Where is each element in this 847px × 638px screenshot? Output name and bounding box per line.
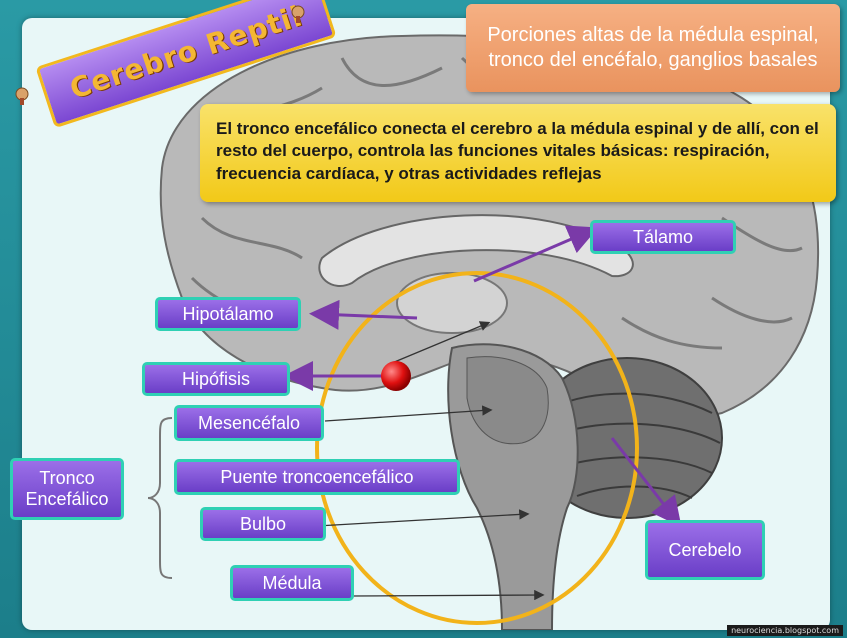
label-talamo: Tálamo (590, 220, 736, 254)
label-tronco-encefalico: Tronco Encefálico (10, 458, 124, 520)
highlight-circle (315, 271, 639, 625)
info-top-box: Porciones altas de la médula espinal, tr… (466, 4, 840, 92)
label-cerebelo: Cerebelo (645, 520, 765, 580)
label-hipofisis: Hipófisis (142, 362, 290, 396)
label-bulbo: Bulbo (200, 507, 326, 541)
label-medula: Médula (230, 565, 354, 601)
pin-icon (291, 5, 305, 23)
hipofisis-marker (381, 361, 411, 391)
info-main-box: El tronco encefálico conecta el cerebro … (200, 104, 836, 202)
pin-icon (15, 87, 29, 105)
label-hipotalamo: Hipotálamo (155, 297, 301, 331)
corpus-callosum (318, 214, 634, 287)
watermark: neurociencia.blogspot.com (727, 625, 843, 636)
label-mesencefalo: Mesencéfalo (174, 405, 324, 441)
tronco-bracket (147, 417, 173, 579)
thalamus-shape (396, 272, 508, 334)
label-puente: Puente troncoencefálico (174, 459, 460, 495)
